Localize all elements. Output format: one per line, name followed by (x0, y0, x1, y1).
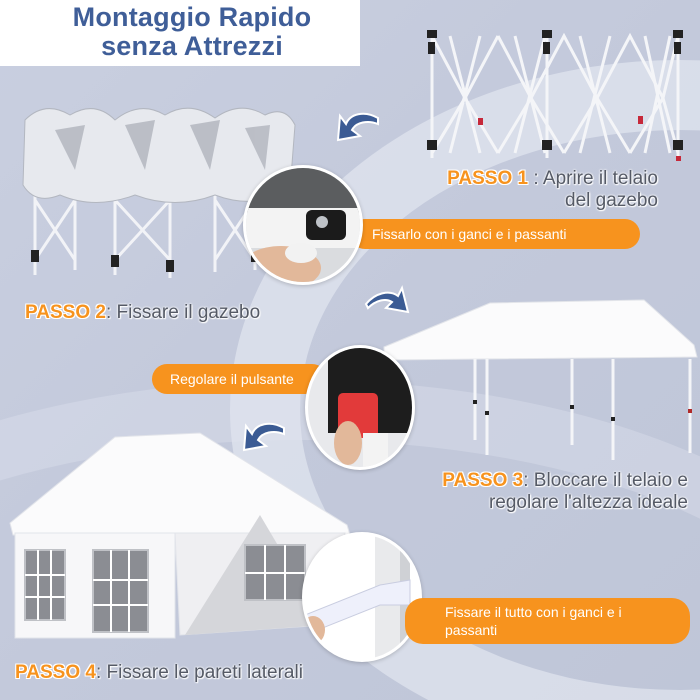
arrow-left-icon (242, 422, 285, 452)
velcro-detail (302, 532, 422, 662)
step-2-text: PASSO 2: Fissare il gazebo (25, 302, 260, 324)
title-line-2: senza Attrezzi (101, 31, 283, 61)
step-1-description-line1: Aprire il telaio (542, 168, 658, 189)
step-4-separator: : (95, 662, 107, 683)
gazebo-frame-icon (427, 30, 683, 161)
callout-3-text-line1: Fissare il tutto con i ganci e i (445, 604, 622, 620)
step-2-label: PASSO 2 (25, 302, 106, 323)
canopy-icon (383, 299, 698, 460)
callout-1-text: Fissarlo con i ganci e i passanti (372, 226, 567, 242)
callout-hooks-loops: Fissarlo con i ganci e i passanti (350, 219, 640, 249)
step-1-separator: : (528, 168, 543, 189)
step-3-description-line1: Bloccare il telaio e (533, 470, 688, 491)
folded-gazebo-icon (22, 107, 296, 278)
step-1-text: PASSO 1 : Aprire il telaio del gazebo (378, 168, 658, 212)
arrow-right-icon (364, 285, 410, 314)
step-3-separator: : (523, 470, 534, 491)
step-1-description-line2: del gazebo (565, 190, 658, 211)
step-4-description: Fissare le pareti laterali (106, 662, 303, 683)
step-4-label: PASSO 4 (15, 662, 96, 683)
step-1-label: PASSO 1 (447, 168, 529, 189)
gazebo-walls-icon (9, 432, 350, 639)
callout-2-text: Regolare il pulsante (170, 371, 294, 387)
hook-loop-icon (246, 168, 360, 282)
step-3-label: PASSO 3 (442, 470, 524, 491)
button-detail (305, 345, 415, 470)
callout-3-text-line2: passanti (445, 622, 498, 638)
hook-loop-detail (243, 165, 363, 285)
step-2-separator: : (105, 302, 117, 323)
step-2-description: Fissare il gazebo (116, 302, 261, 323)
callout-adjust-button: Regolare il pulsante (152, 364, 327, 394)
title-banner (0, 0, 360, 66)
step-4-text: PASSO 4: Fissare le pareti laterali (15, 662, 303, 684)
callout-hooks-loops-all: Fissare il tutto con i ganci e i passant… (405, 598, 690, 644)
arrow-left-icon (336, 112, 379, 142)
velcro-strap-icon (305, 535, 411, 659)
title-line-1: Montaggio Rapido (72, 2, 312, 32)
step-3-description-line2: regolare l'altezza ideale (488, 492, 688, 513)
page-title: Montaggio Rapido senza Attrezzi (42, 3, 342, 61)
step-3-text: PASSO 3: Bloccare il telaio e regolare l… (388, 470, 688, 514)
